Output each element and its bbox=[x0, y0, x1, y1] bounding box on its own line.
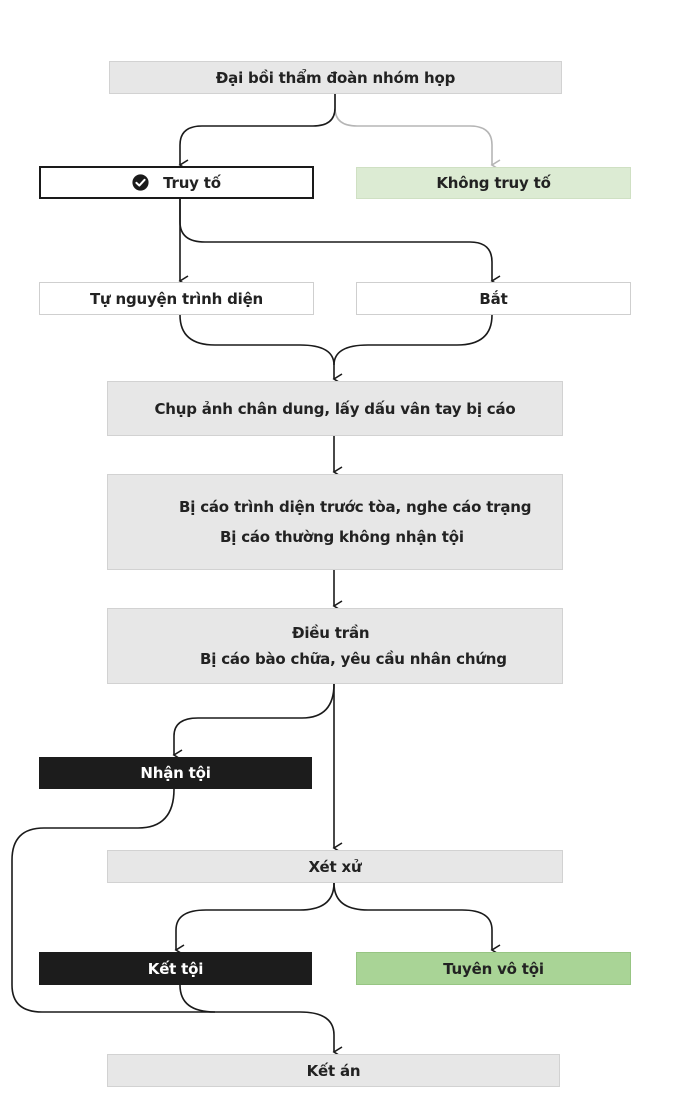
trial-label: Xét xử bbox=[308, 857, 362, 876]
acquittal-label: Tuyên vô tội bbox=[443, 959, 544, 978]
booking-box: Chụp ảnh chân dung, lấy dấu vân tay bị c… bbox=[107, 381, 563, 436]
arrest-box: Bắt bbox=[356, 282, 631, 315]
hearing-box: Điều trần Bị cáo bào chữa, yêu cầu nhân … bbox=[107, 608, 563, 684]
connector-guilty-plea-to-sentencing bbox=[11, 788, 343, 1058]
trial-box: Xét xử bbox=[107, 850, 563, 883]
connector-trial-to-acquittal bbox=[333, 882, 501, 956]
indictment-box: Truy tố bbox=[39, 166, 314, 199]
grand-jury-box: Đại bồi thẩm đoàn nhóm họp bbox=[109, 61, 562, 94]
connector-hearing-to-guilty-plea bbox=[172, 683, 335, 761]
sentencing-box: Kết án bbox=[107, 1054, 560, 1087]
sentencing-label: Kết án bbox=[306, 1061, 361, 1080]
arraignment-box: Bị cáo trình diện trước tòa, nghe cáo tr… bbox=[107, 474, 563, 570]
no-indictment-label: Không truy tố bbox=[436, 174, 551, 192]
connector-arrest-to-booking bbox=[333, 314, 493, 366]
connector-trial-to-conviction bbox=[174, 882, 335, 956]
connector-indictment-to-arrest bbox=[179, 199, 501, 287]
connector-voluntary-to-booking bbox=[179, 314, 343, 385]
indictment-label: Truy tố bbox=[163, 173, 221, 192]
guilty-plea-box: Nhận tội bbox=[39, 757, 312, 789]
connector-grand-jury-to-indictment bbox=[178, 94, 336, 171]
no-indictment-box: Không truy tố bbox=[356, 167, 631, 199]
arraignment-line-1: Bị cáo trình diện trước tòa, nghe cáo tr… bbox=[179, 498, 532, 516]
hearing-line-2: Bị cáo bào chữa, yêu cầu nhân chứng bbox=[200, 650, 507, 668]
acquittal-box: Tuyên vô tội bbox=[356, 952, 631, 985]
connector-grand-jury-to-no-indictment bbox=[334, 94, 501, 171]
hearing-line-1: Điều trần bbox=[292, 624, 370, 642]
grand-jury-label: Đại bồi thẩm đoàn nhóm họp bbox=[215, 68, 456, 87]
conviction-box: Kết tội bbox=[39, 952, 312, 985]
connector-conviction-to-sentencing bbox=[179, 984, 216, 1013]
guilty-plea-label: Nhận tội bbox=[140, 764, 211, 782]
arraignment-line-2: Bị cáo thường không nhận tội bbox=[220, 528, 464, 546]
voluntary-appearance-label: Tự nguyện trình diện bbox=[89, 289, 264, 308]
check-circle-icon bbox=[132, 174, 149, 191]
arrest-label: Bắt bbox=[479, 289, 508, 308]
booking-label: Chụp ảnh chân dung, lấy dấu vân tay bị c… bbox=[154, 399, 516, 418]
voluntary-appearance-box: Tự nguyện trình diện bbox=[39, 282, 314, 315]
conviction-label: Kết tội bbox=[147, 959, 204, 978]
